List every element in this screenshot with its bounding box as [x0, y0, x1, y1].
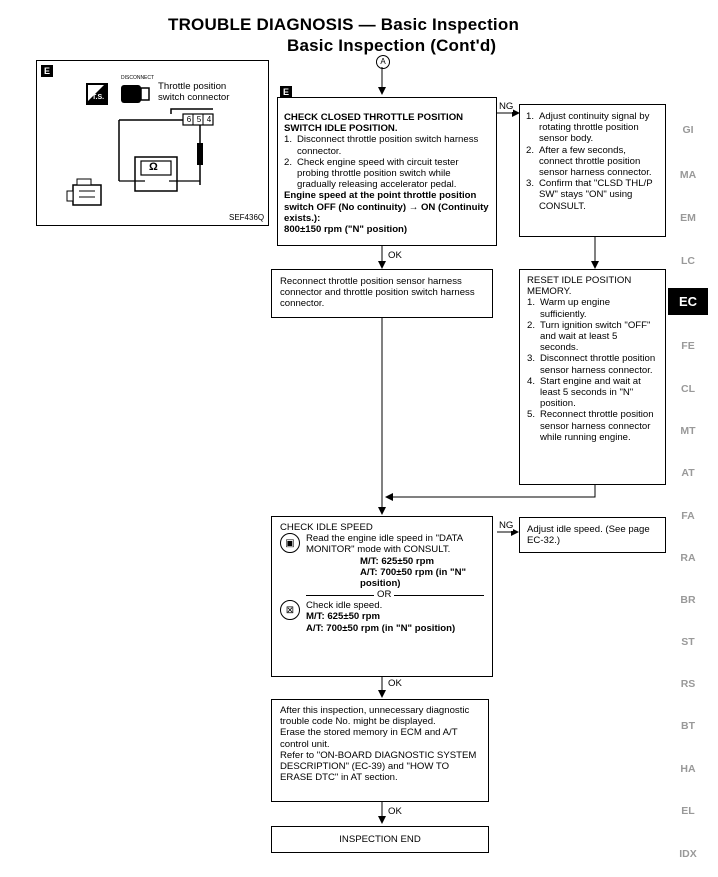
check-throttle-box: E CHECK CLOSED THROTTLE POSITION SWITCH …	[277, 86, 497, 246]
no-tools-row: ⊠ Check idle speed. M/T: 625±50 rpm A/T:…	[280, 600, 484, 634]
sidebar-tab-el[interactable]: EL	[681, 805, 695, 817]
inspection-end-text: INSPECTION END	[339, 834, 421, 845]
step-text: Disconnect throttle position sensor harn…	[540, 353, 656, 376]
check-throttle-badge: E	[280, 86, 292, 98]
connector-mark-label: A	[380, 57, 386, 66]
ts-label: T.S.	[92, 94, 105, 101]
adjust-idle-text: Adjust idle speed. (See page EC-32.)	[527, 524, 650, 547]
pin-5: 5	[196, 115, 202, 124]
step-text: Adjust continuity signal by rotating thr…	[539, 111, 650, 145]
reconnect-text: Reconnect throttle position sensor harne…	[280, 276, 475, 310]
connector-label-line1: Throttle position	[158, 81, 227, 92]
sidebar-tab-fe[interactable]: FE	[681, 340, 695, 352]
sidebar-tab-cl[interactable]: CL	[681, 383, 695, 395]
check-throttle-step: 2.Check engine speed with circuit tester…	[284, 156, 459, 191]
figure-badge: E	[41, 65, 53, 77]
adjust-step: 2.After a few seconds, connect throttle …	[526, 144, 652, 179]
figure-box: E DISCONNECT T.S.	[36, 60, 269, 226]
or-label: OR	[374, 589, 395, 601]
pin-6: 6	[186, 115, 192, 124]
sidebar-tab-rs[interactable]: RS	[680, 678, 696, 690]
step-text: Confirm that "CLSD THL/P SW" stays "ON" …	[539, 178, 653, 212]
sidebar-tab-ha[interactable]: HA	[680, 763, 696, 775]
adjust-steps: 1.Adjust continuity signal by rotating t…	[526, 111, 659, 212]
ohm-symbol: Ω	[149, 161, 158, 173]
after-text3: Refer to "ON-BOARD DIAGNOSTIC SYSTEM DES…	[280, 749, 477, 784]
sidebar-tab-gi[interactable]: GI	[682, 124, 694, 136]
check-idle-box: CHECK IDLE SPEED ▣ Read the engine idle …	[271, 516, 493, 677]
connector-label: Throttle position switch connector	[158, 81, 229, 103]
ng-label-2: NG	[499, 520, 514, 531]
reset-idle-title: RESET IDLE POSITION MEMORY.	[527, 275, 632, 298]
check-at-spec: A/T: 700±50 rpm (in "N" position)	[306, 622, 456, 634]
consult-mt-spec: M/T: 625±50 rpm	[360, 555, 435, 567]
sidebar-tab-idx[interactable]: IDX	[679, 848, 697, 860]
sidebar-tab-bt[interactable]: BT	[681, 720, 695, 732]
or-divider: OR	[306, 589, 484, 601]
adjust-idle-box: Adjust idle speed. (See page EC-32.)	[519, 517, 666, 553]
ok-label-2: OK	[388, 678, 402, 689]
sidebar-tab-mt[interactable]: MT	[680, 425, 696, 437]
ng-label-1: NG	[499, 101, 514, 112]
check-throttle-spec: 800±150 rpm ("N" position)	[284, 224, 408, 236]
connector-mark: A	[376, 55, 390, 69]
engine-icon	[66, 178, 102, 206]
reset-steps: 1.Warm up engine sufficiently. 2.Turn ig…	[527, 297, 658, 443]
reset-idle-box: RESET IDLE POSITION MEMORY. 1.Warm up en…	[519, 269, 666, 485]
reset-step: 2.Turn ignition switch "OFF" and wait at…	[527, 319, 651, 354]
figure-code: SEF436Q	[229, 213, 265, 222]
after-text1: After this inspection, unnecessary diagn…	[280, 705, 470, 728]
step-text: Start engine and wait at least 5 seconds…	[540, 375, 641, 410]
sidebar-tab-ra[interactable]: RA	[680, 552, 696, 564]
check-throttle-result: Engine speed at the point throttle posit…	[284, 190, 489, 224]
sidebar-tab-ma[interactable]: MA	[679, 169, 697, 181]
page-title: TROUBLE DIAGNOSIS — Basic Inspection	[168, 15, 520, 34]
adjust-step: 3.Confirm that "CLSD THL/P SW" stays "ON…	[526, 178, 653, 212]
ok-label-3: OK	[388, 806, 402, 817]
pin-labels: 6 5 4	[184, 115, 214, 124]
sidebar-tab-at[interactable]: AT	[681, 467, 695, 479]
page-subtitle: Basic Inspection (Cont'd)	[287, 36, 497, 55]
check-mt-spec: M/T: 625±50 rpm	[306, 611, 381, 623]
sidebar-tab-br[interactable]: BR	[680, 594, 696, 606]
reset-step: 3.Disconnect throttle position sensor ha…	[527, 353, 656, 376]
consult-icon: ▣	[280, 533, 300, 554]
reset-step: 5.Reconnect throttle position sensor har…	[527, 409, 654, 443]
connector-label-line2: switch connector	[158, 92, 230, 104]
pin-4: 4	[206, 115, 212, 124]
check-throttle-steps: 1.Disconnect throttle position switch ha…	[284, 134, 490, 190]
disconnect-connector-icon	[121, 85, 141, 103]
sidebar-tab-lc[interactable]: LC	[681, 255, 695, 267]
check-throttle-step: 1.Disconnect throttle position switch ha…	[284, 134, 479, 157]
reset-step: 1.Warm up engine sufficiently.	[527, 297, 611, 320]
after-text2: Erase the stored memory in ECM and A/T c…	[280, 727, 458, 750]
check-throttle-title: CHECK CLOSED THROTTLE POSITION SWITCH ID…	[284, 112, 464, 135]
inspection-end-box: INSPECTION END	[271, 826, 489, 853]
sidebar-tab-ec[interactable]: EC	[668, 288, 708, 315]
consult-row: ▣ Read the engine idle speed in "DATA MO…	[280, 533, 484, 589]
step-text: Reconnect throttle position sensor harne…	[540, 409, 654, 443]
step-text: Turn ignition switch "OFF" and wait at l…	[540, 319, 651, 354]
step-text: After a few seconds, connect throttle po…	[539, 144, 652, 179]
consult-text: Read the engine idle speed in "DATA MONI…	[306, 533, 463, 556]
step-text: Disconnect throttle position switch harn…	[297, 134, 479, 157]
step-text: Warm up engine sufficiently.	[540, 297, 611, 320]
reconnect-box: Reconnect throttle position sensor harne…	[271, 269, 493, 318]
check-idle-text: Check idle speed.	[306, 600, 383, 612]
disconnect-label: DISCONNECT	[121, 75, 155, 81]
adjust-step: 1.Adjust continuity signal by rotating t…	[526, 111, 650, 145]
sidebar-tab-st[interactable]: ST	[681, 636, 695, 648]
ok-label-1: OK	[388, 250, 402, 261]
consult-at-spec: A/T: 700±50 rpm (in "N" position)	[360, 566, 467, 590]
step-text: Check engine speed with circuit tester p…	[297, 156, 459, 191]
throttle-connector-diagram	[66, 83, 214, 206]
adjust-continuity-box: 1.Adjust continuity signal by rotating t…	[519, 104, 666, 237]
sidebar-tab-fa[interactable]: FA	[681, 510, 695, 522]
no-tools-icon: ⊠	[280, 600, 300, 621]
sidebar-tab-em[interactable]: EM	[680, 212, 696, 224]
reset-step: 4.Start engine and wait at least 5 secon…	[527, 375, 641, 410]
check-idle-title: CHECK IDLE SPEED	[280, 522, 373, 533]
after-inspection-box: After this inspection, unnecessary diagn…	[271, 699, 489, 802]
